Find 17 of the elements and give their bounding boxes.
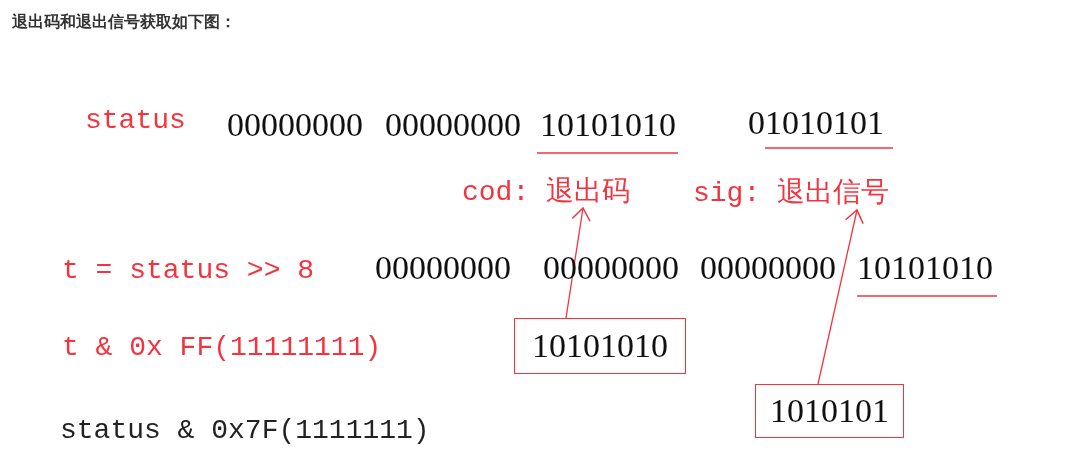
annotation-text: sig: 退出信号 [693,174,918,210]
annotation-text: cod: 退出码 [462,174,652,208]
binary-value: 00000000 [700,251,836,285]
expression-text: t & 0x FF(11111111) [62,334,382,362]
binary-value: 10101010 [540,108,676,142]
arrow [817,209,864,385]
binary-value: 00000000 [375,251,511,285]
binary-value: 10101010 [857,251,993,285]
binary-value: 00000000 [385,108,521,142]
expression-text: t = status >> 8 [62,257,315,285]
value-box: 1010101 [755,384,904,438]
expression-text: status & 0x7F(1111111) [60,417,430,445]
binary-value: 00000000 [227,108,363,142]
register-label: status [85,107,186,135]
heading: 退出码和退出信号获取如下图： [12,12,236,33]
value-box: 10101010 [514,318,686,374]
binary-value: 01010101 [748,106,884,140]
